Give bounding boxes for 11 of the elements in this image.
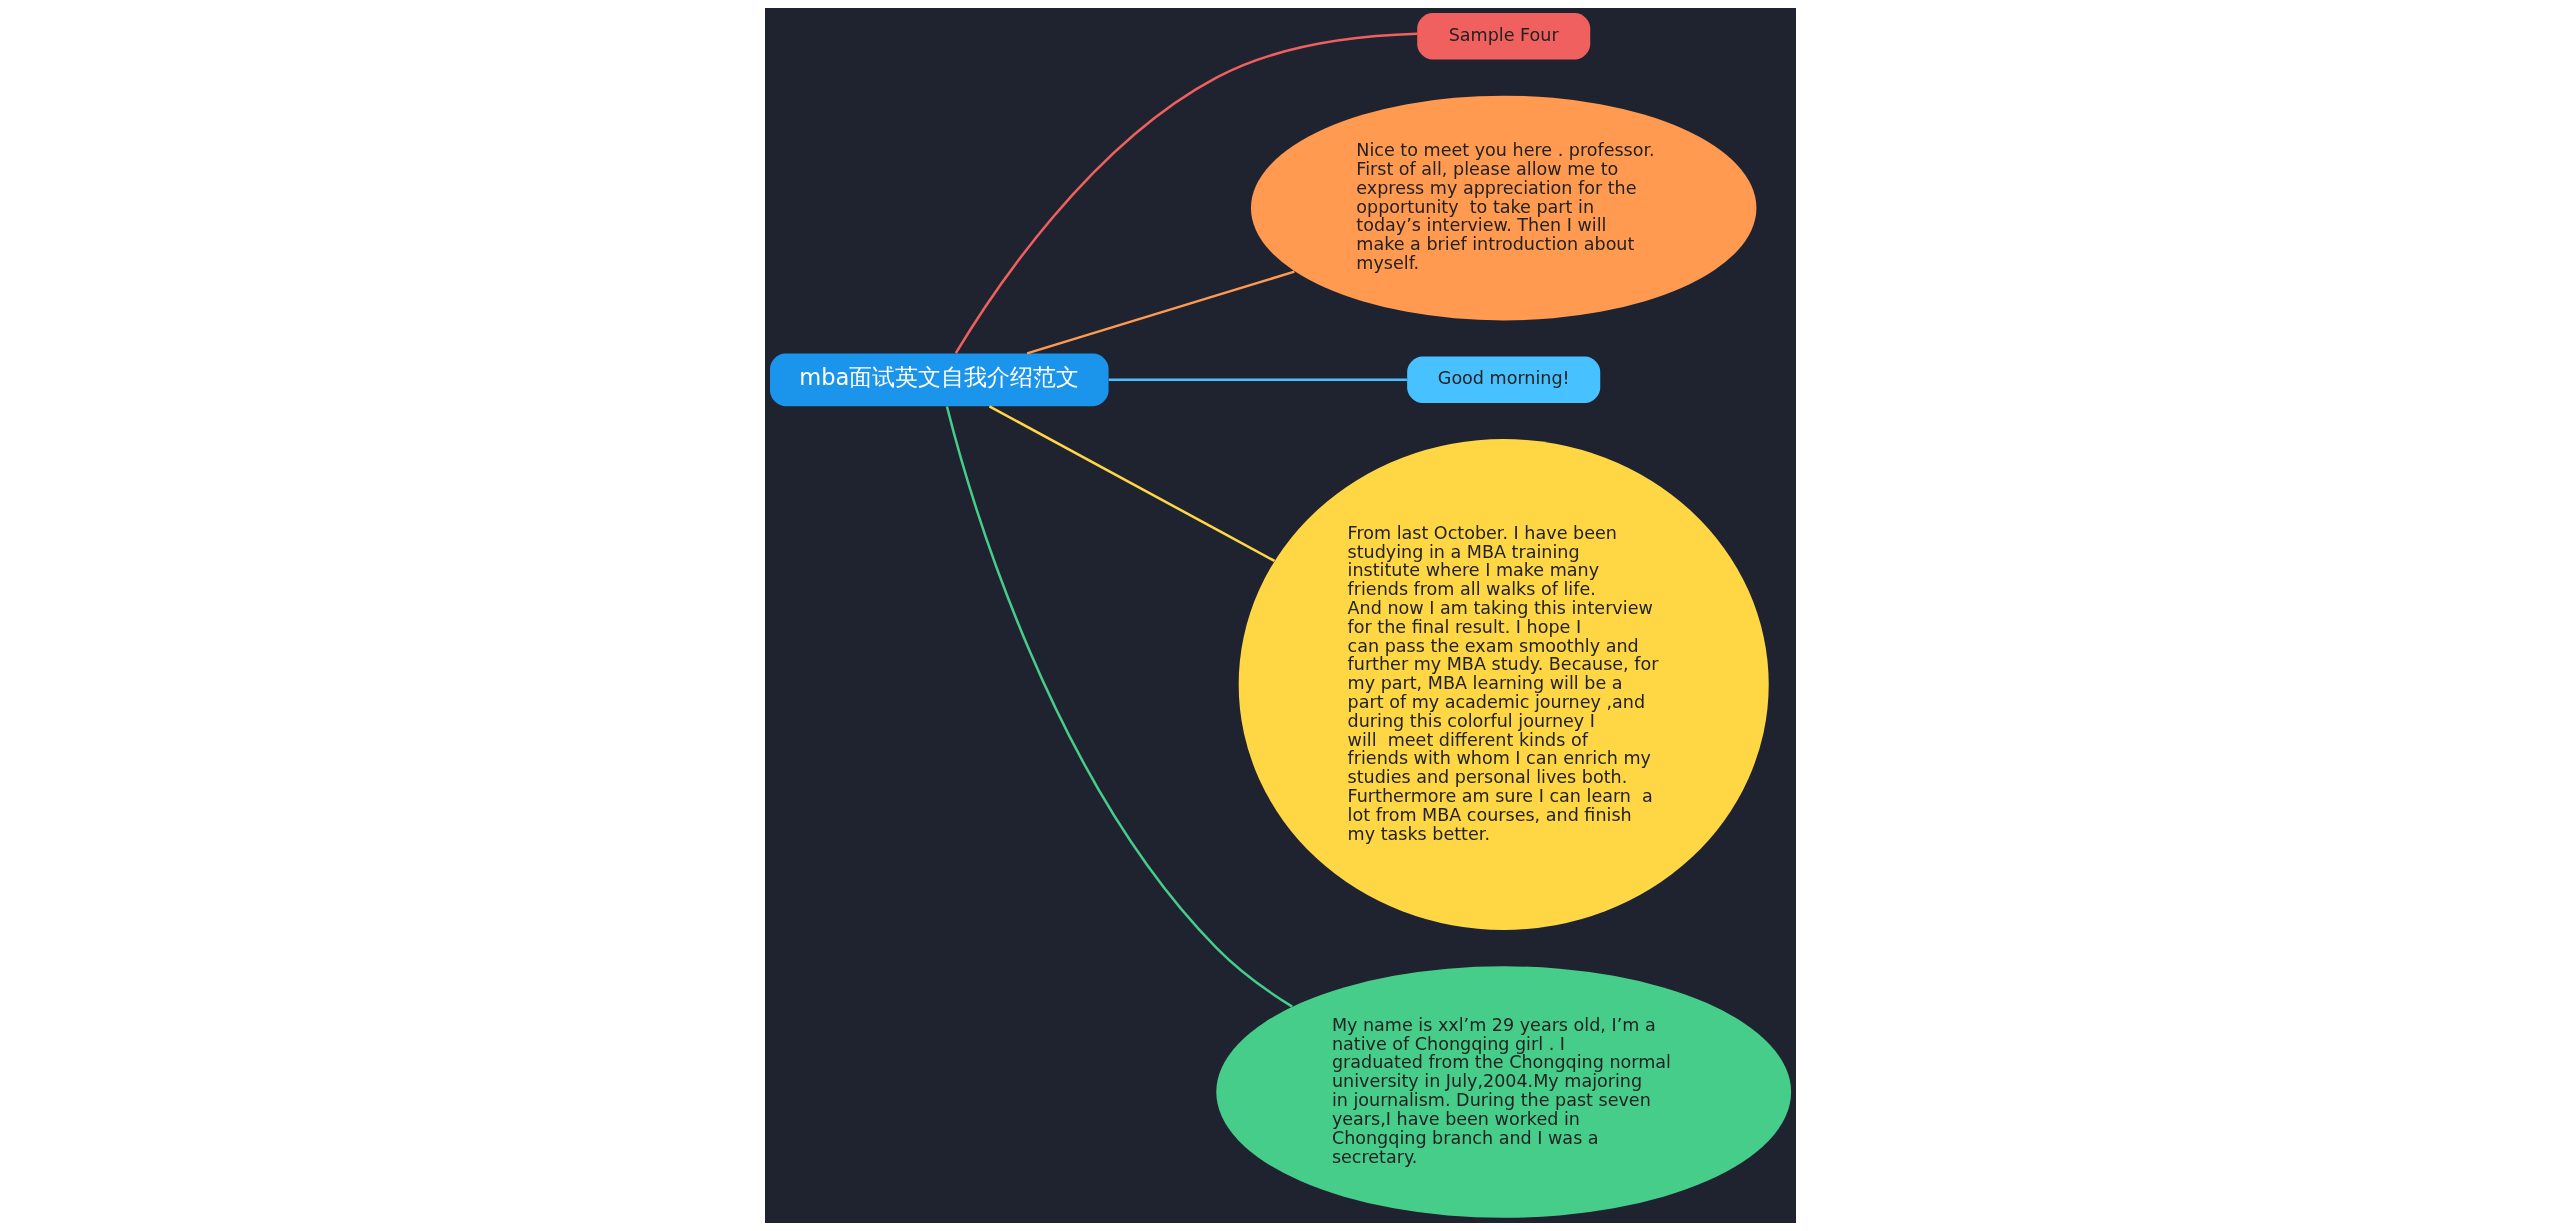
- connector: [945, 406, 1293, 1008]
- connector: [988, 405, 1275, 563]
- node-ellipse: My name is xxl’m 29 years old, I’m a native of Chongqing girl . I graduated from the Chongqing normal university in July,2004.My majoring in journalism. During the past seven years,I have been worked in Chongqing branch and I was a secretary.: [1215, 966, 1791, 1218]
- node-circle: From last October. I have been studying in a MBA training institute where I make many friends from all walks of life. And now I am taking this interview for the final result. I hope I can pass the exam smoothly and further my MBA study. Because, for my part, MBA learning will be a part of my academic journey ,and during this colorful journey I will meet different kinds of friends with whom I can enrich my studies and personal lives both. Furthermore am sure I can learn a lot from MBA courses, and finish my tasks better.: [1238, 439, 1769, 930]
- node-ellipse: Nice to meet you here . professor. First of all, please allow me to express my appreciation for the opportunity to take part in today’s interview. Then I will make a brief introduction about myself.: [1250, 95, 1756, 321]
- node-box: Sample Four: [1416, 13, 1590, 60]
- connector: [1026, 270, 1295, 355]
- connector: [1108, 378, 1407, 382]
- node-box: mba面试英文自我介绍范文: [769, 353, 1109, 407]
- connector: [954, 32, 1417, 354]
- node-box: Good morning!: [1406, 356, 1600, 403]
